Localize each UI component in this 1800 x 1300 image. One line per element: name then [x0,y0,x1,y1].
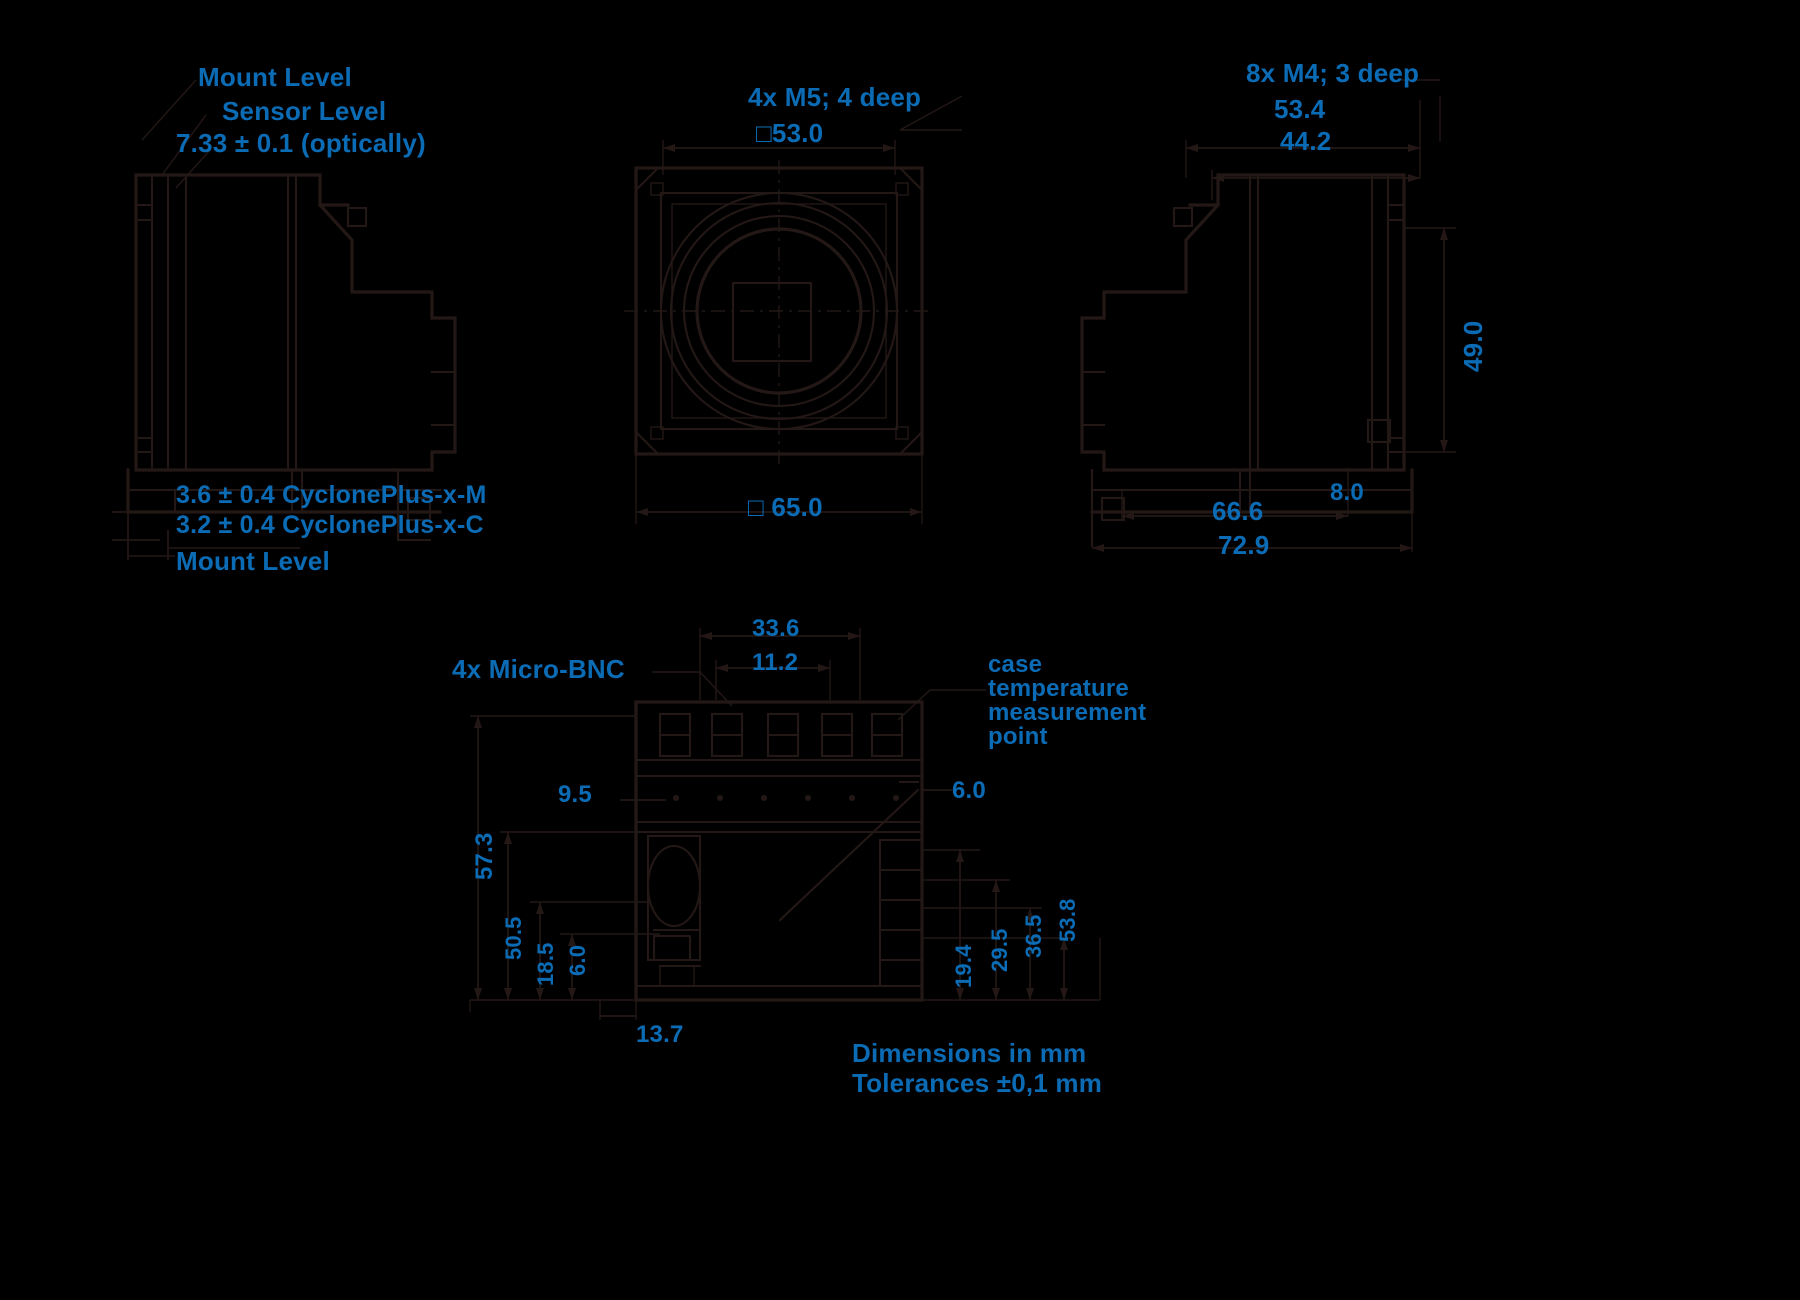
label-rear-194: 19.4 [951,944,976,988]
label-right-depth-729: 72.9 [1218,530,1270,560]
label-mount-level-bottom: Mount Level [176,546,330,576]
label-rear-112: 11.2 [752,649,799,676]
label-right-width-534: 53.4 [1274,94,1326,124]
label-rear-60-left: 6.0 [565,944,590,976]
label-rear-60-right: 6.0 [952,777,986,804]
label-variant-m: 3.6 ± 0.4 CyclonePlus-x-M [176,481,487,509]
label-temp-point-line1: case [988,651,1043,678]
front-view-geometry [624,95,963,524]
label-right-depth-80: 8.0 [1330,479,1364,506]
label-rear-538: 53.8 [1055,898,1080,942]
label-micro-bnc: 4x Micro-BNC [452,654,625,684]
label-rear-137: 13.7 [636,1021,684,1048]
label-variant-c: 3.2 ± 0.4 CyclonePlus-x-C [176,511,484,539]
note-tolerances: Tolerances ±0,1 mm [852,1068,1103,1098]
label-rear-505: 50.5 [501,916,526,960]
label-right-depth-666: 66.6 [1212,496,1264,526]
label-right-thread-note: 8x M4; 3 deep [1246,58,1420,88]
label-right-height-490: 49.0 [1458,320,1488,372]
label-sensor-level: Sensor Level [222,96,387,126]
label-rear-295: 29.5 [987,928,1012,972]
note-dimensions-units: Dimensions in mm [852,1038,1087,1068]
rear-view-geometry [469,628,1101,1020]
side-view-geometry [112,79,457,560]
label-temp-point-line2: temperature [988,675,1129,702]
label-rear-336: 33.6 [752,615,800,642]
label-rear-185: 18.5 [533,942,558,986]
label-rear-95: 9.5 [558,781,592,808]
label-temp-point-line4: point [988,723,1048,750]
label-front-thread-note: 4x M5; 4 deep [748,82,922,112]
label-temp-point-line3: measurement [988,699,1147,726]
label-rear-365: 36.5 [1021,914,1046,958]
label-mount-level-top: Mount Level [198,62,352,92]
label-optical-distance: 7.33 ± 0.1 (optically) [176,128,426,158]
label-front-square-inner: □53.0 [756,118,824,148]
right-view-geometry [1080,79,1456,552]
label-right-width-442: 44.2 [1280,126,1332,156]
label-rear-573: 57.3 [471,832,498,880]
label-front-square-outer: □ 65.0 [748,492,823,522]
